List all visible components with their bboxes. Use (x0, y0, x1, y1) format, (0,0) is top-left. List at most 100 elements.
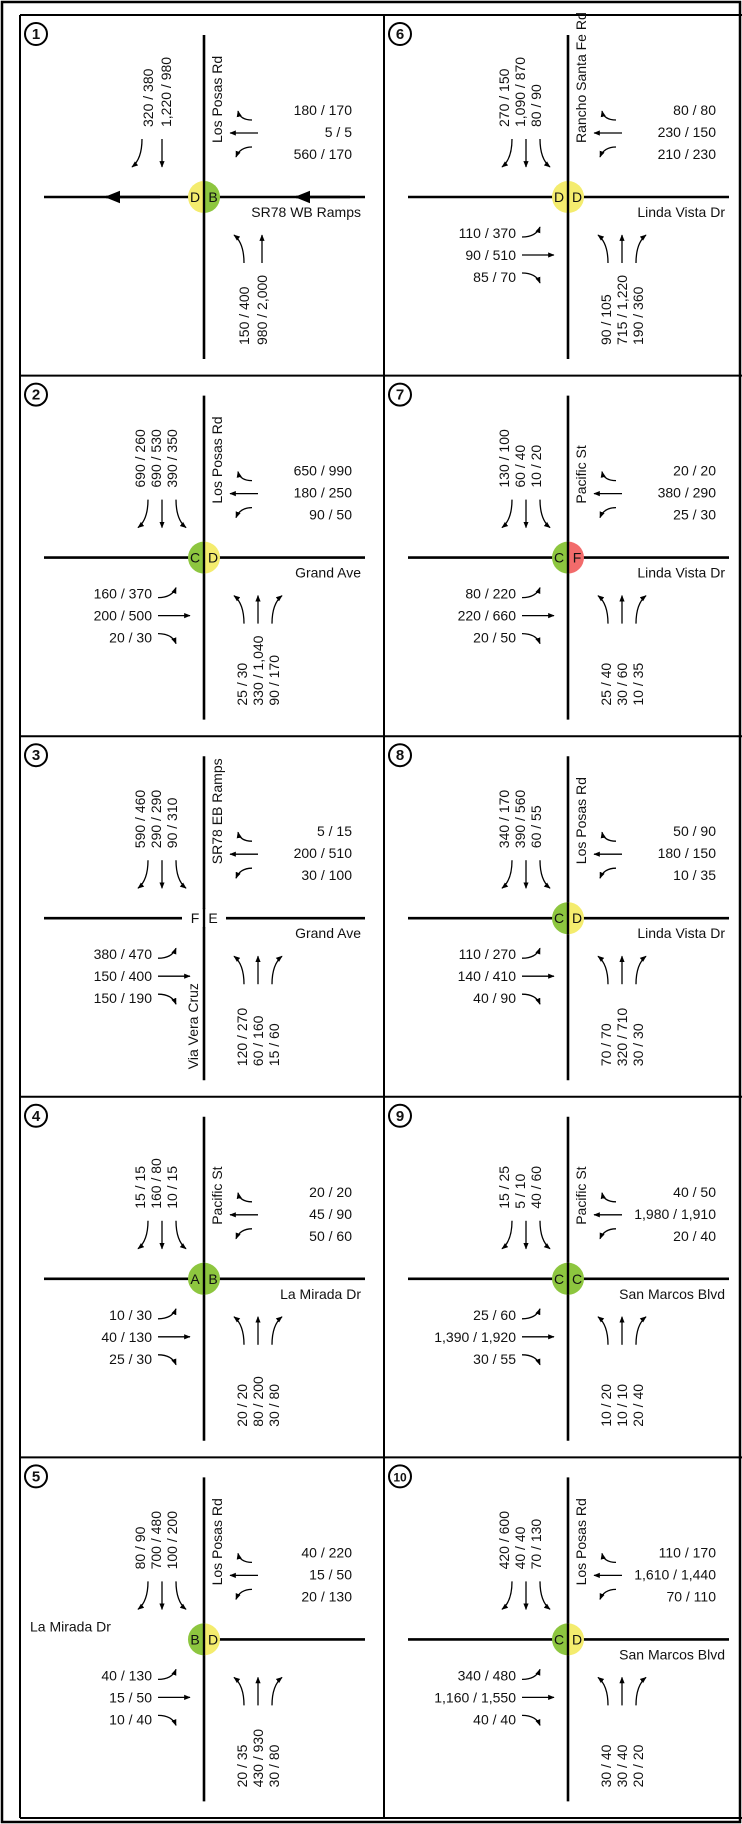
movement-arrow (236, 110, 253, 121)
nb-volume: 10 / 35 (630, 663, 646, 706)
nb-volume: 30 / 40 (598, 1744, 614, 1787)
los-grade-east: B (208, 189, 217, 205)
ns-street-name: SR78 EB Ramps (209, 758, 225, 864)
wb-volume: 5 / 15 (317, 823, 352, 839)
eb-volume: 380 / 470 (94, 946, 153, 962)
los-badge-west-half (552, 1262, 568, 1295)
ew-street-name: Linda Vista Dr (637, 925, 725, 941)
nb-volume: 30 / 80 (266, 1384, 282, 1427)
eb-volume: 110 / 370 (459, 225, 517, 241)
eb-volume: 85 / 70 (473, 269, 516, 285)
movement-arrow (599, 1588, 617, 1601)
panel-number-badge (388, 22, 412, 46)
nb-volume: 60 / 160 (250, 1015, 266, 1066)
nb-volume: 715 / 1,220 (614, 275, 630, 345)
movement-arrow (539, 1581, 551, 1610)
panel-number: 1 (32, 26, 40, 43)
movement-arrow (635, 1676, 647, 1706)
ns-street-name: Los Posas Rd (573, 1498, 589, 1585)
movement-arrow (521, 993, 541, 1005)
panel-number: 3 (32, 747, 40, 764)
movement-arrow (233, 955, 245, 985)
wb-volume: 70 / 110 (666, 1588, 716, 1604)
wb-volume: 180 / 250 (294, 485, 353, 501)
movement-arrow (521, 1354, 541, 1366)
eb-volume: 40 / 90 (473, 990, 516, 1006)
los-grade-east: D (572, 1631, 582, 1647)
movement-arrow (137, 860, 149, 889)
panel-number: 8 (396, 747, 404, 764)
nb-volume: 30 / 60 (614, 663, 630, 706)
sb-volume: 320 / 380 (140, 68, 156, 127)
movement-arrow (521, 632, 541, 645)
los-badge-east-half (568, 1262, 584, 1295)
panel-number: 10 (393, 1470, 407, 1484)
movement-arrow (157, 586, 177, 599)
nb-volume: 30 / 40 (614, 1744, 630, 1787)
movement-arrow (235, 1588, 253, 1601)
wb-volume: 1,610 / 1,440 (634, 1566, 716, 1582)
sb-volume: 700 / 480 (148, 1511, 164, 1570)
los-grade-west: A (190, 1271, 200, 1287)
eb-volume: 20 / 30 (109, 630, 152, 646)
movement-arrow (539, 499, 551, 529)
los-badge-west-half (552, 181, 568, 213)
movement-arrow (236, 1552, 253, 1564)
wb-volume: 110 / 170 (659, 1544, 717, 1560)
eb-volume: 40 / 130 (101, 1329, 152, 1345)
movement-arrow (233, 1676, 245, 1706)
eb-volume: 140 / 410 (458, 968, 517, 984)
movement-arrow (157, 1354, 177, 1366)
movement-arrow (635, 234, 647, 264)
wb-volume: 380 / 290 (658, 485, 717, 501)
movement-arrow (235, 146, 253, 158)
ns-street-name: Los Posas Rd (209, 56, 225, 143)
los-grade-east: C (572, 1271, 582, 1287)
nb-volume: 20 / 35 (234, 1744, 250, 1787)
wb-volume: 20 / 20 (309, 1184, 352, 1200)
eb-volume: 80 / 220 (465, 586, 516, 602)
movement-arrow (233, 595, 245, 624)
movement-arrow (501, 860, 513, 889)
eb-volume: 340 / 480 (458, 1667, 517, 1683)
ew-street-name: Linda Vista Dr (637, 204, 725, 220)
ew-street-name: Grand Ave (295, 565, 361, 581)
panel-number: 6 (396, 26, 404, 43)
ns-street-name: Los Posas Rd (573, 777, 589, 864)
movement-arrow (236, 831, 253, 842)
eb-volume: 150 / 190 (94, 990, 153, 1006)
movement-arrow (175, 1581, 187, 1610)
movement-arrow (501, 1220, 513, 1250)
eb-volume: 90 / 510 (465, 247, 516, 263)
panel-number-badge (388, 382, 412, 407)
wb-volume: 180 / 170 (294, 102, 353, 118)
eb-volume: 30 / 55 (473, 1351, 516, 1367)
wb-volume: 560 / 170 (294, 146, 353, 162)
nb-volume: 70 / 70 (598, 1023, 614, 1066)
movement-arrow (539, 860, 551, 889)
sb-volume: 80 / 90 (132, 1526, 148, 1569)
wb-volume: 20 / 130 (301, 1588, 352, 1604)
movement-arrow (233, 234, 245, 264)
movement-arrow (599, 867, 617, 879)
panel-number: 2 (32, 387, 40, 404)
movement-arrow (635, 955, 647, 985)
sb-volume: 60 / 40 (512, 445, 528, 488)
eb-volume: 150 / 400 (94, 968, 153, 984)
movement-arrow (600, 1552, 617, 1564)
nb-volume: 20 / 20 (630, 1744, 646, 1787)
los-badge-east-half (568, 1623, 584, 1656)
eb-volume: 10 / 40 (109, 1711, 152, 1727)
sb-volume: 690 / 260 (132, 429, 148, 488)
movement-arrow (599, 1228, 617, 1240)
ns-street-name: Pacific St (573, 445, 589, 503)
eb-volume: 25 / 30 (109, 1351, 152, 1367)
sb-volume: 15 / 25 (496, 1166, 512, 1209)
nb-volume: 120 / 270 (234, 1008, 250, 1067)
